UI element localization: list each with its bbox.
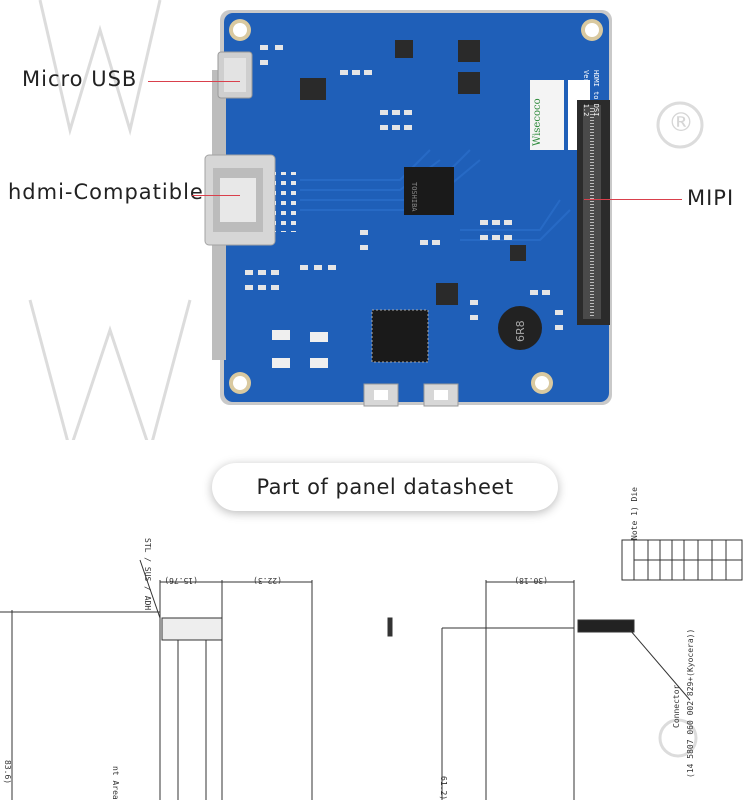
silk-version: Version 1.2 [582, 70, 590, 117]
dim-right-top: (30.18) [514, 576, 548, 585]
leader-hdmi [192, 195, 240, 196]
callout-micro-usb: Micro USB [22, 67, 138, 91]
dim-left-top2: (22.3) [253, 576, 282, 585]
active-area: nt Area [111, 766, 120, 800]
callout-hdmi: hdmi-Compatible [8, 180, 204, 204]
watermark [28, 0, 704, 440]
dim-side: 83.6) [3, 760, 12, 785]
pcb-board: TOSHIBA 6R8 [28, 0, 704, 440]
connector-label: Connector [672, 684, 681, 728]
mcu-chip [371, 309, 429, 363]
registered-mark: ® [668, 108, 694, 138]
mipi-fpc-connector [577, 100, 610, 325]
label-stack: STL / SUS / ADH [143, 538, 152, 611]
mounting-holes [229, 19, 603, 394]
brand-text: Wisecoco [532, 98, 543, 146]
brand-label [530, 80, 564, 150]
banner-label: Part of panel datasheet [256, 475, 514, 499]
callout-mipi: MIPI [687, 186, 735, 210]
main-chip: TOSHIBA [404, 167, 454, 215]
dim-left-top: (15.76) [164, 576, 198, 585]
datasheet-banner: Part of panel datasheet [212, 463, 558, 511]
svg-text:TOSHIBA: TOSHIBA [410, 182, 418, 212]
svg-text:6R8: 6R8 [514, 320, 527, 342]
leader-micro-usb [148, 81, 240, 82]
inductor [498, 306, 542, 350]
hdmi-port [204, 154, 297, 246]
datasheet-drawing [0, 539, 743, 800]
dim-side2: 61.2) [439, 776, 448, 800]
silk-hdmi-dsi: HDMI to DSI [592, 70, 600, 117]
leader-mipi [584, 199, 682, 200]
connector-part: (14 5807 060 002 829+(Kyocera)) [686, 628, 695, 778]
note-label: Note 1) Die [630, 487, 639, 540]
ic-chip [458, 40, 480, 62]
